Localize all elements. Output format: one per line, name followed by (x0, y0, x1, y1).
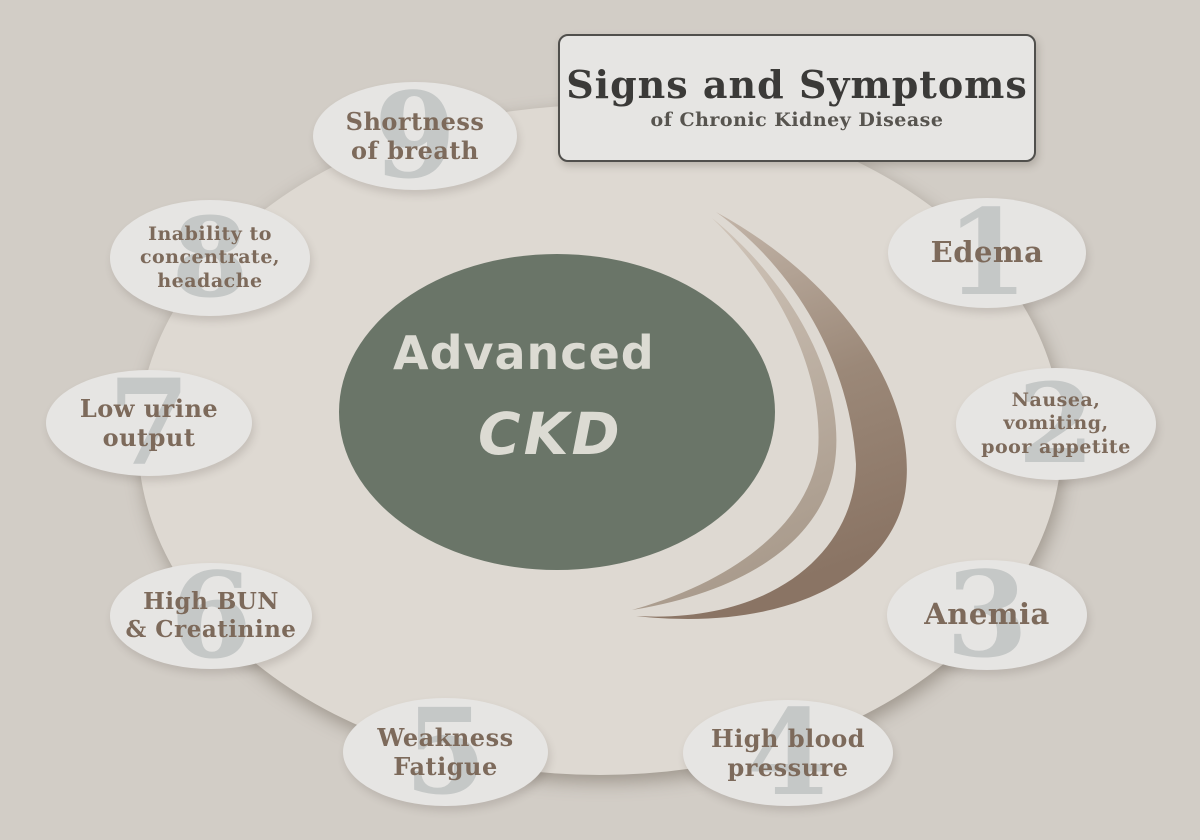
symptom-number-watermark: 1 (945, 198, 1029, 308)
symptom-label: High blood pressure (710, 723, 866, 782)
symptom-label: Edema (930, 235, 1044, 270)
symptom-node-3-anemia: 3 Anemia (887, 560, 1087, 670)
symptom-number-watermark: 6 (169, 563, 253, 669)
symptom-label: Shortness of breath (345, 106, 485, 165)
title-box: Signs and Symptoms of Chronic Kidney Dis… (558, 34, 1036, 162)
center-node-advanced-ckd: Advanced CKD (339, 254, 775, 570)
symptom-number-watermark: 5 (404, 698, 487, 806)
page-title: Signs and Symptoms (566, 62, 1028, 107)
symptom-node-7-low-urine-output: 7 Low urine output (46, 370, 252, 476)
symptom-label: Anemia (924, 597, 1050, 632)
symptom-number-watermark: 9 (373, 82, 457, 190)
symptom-node-6-high-bun-creatinine: 6 High BUN & Creatinine (110, 563, 312, 669)
symptom-node-1-edema: 1 Edema (888, 198, 1086, 308)
symptom-label: Inability to concentrate, headache (139, 223, 281, 292)
symptom-number-watermark: 4 (746, 700, 830, 806)
center-label-line2: CKD (478, 400, 623, 468)
symptom-node-5-weakness-fatigue: 5 Weakness Fatigue (343, 698, 548, 806)
symptom-label: Nausea, vomiting, poor appetite (981, 389, 1131, 458)
symptom-node-2-nausea: 2 Nausea, vomiting, poor appetite (956, 368, 1156, 480)
symptom-node-9-shortness-of-breath: 9 Shortness of breath (313, 82, 517, 190)
swoosh-outer-curve-icon (636, 212, 907, 619)
symptom-label: Weakness Fatigue (377, 722, 514, 781)
symptom-number-watermark: 3 (945, 560, 1029, 670)
symptom-node-4-high-blood-pressure: 4 High blood pressure (683, 700, 893, 806)
symptom-number-watermark: 8 (171, 200, 249, 316)
symptom-node-8-inability-concentrate: 8 Inability to concentrate, headache (110, 200, 310, 316)
symptom-number-watermark: 7 (107, 370, 191, 476)
symptom-label: Low urine output (79, 393, 219, 452)
symptom-label: High BUN & Creatinine (125, 587, 297, 643)
symptom-number-watermark: 2 (1017, 368, 1095, 480)
center-label-line1: Advanced (393, 326, 655, 380)
page-subtitle: of Chronic Kidney Disease (650, 109, 944, 131)
